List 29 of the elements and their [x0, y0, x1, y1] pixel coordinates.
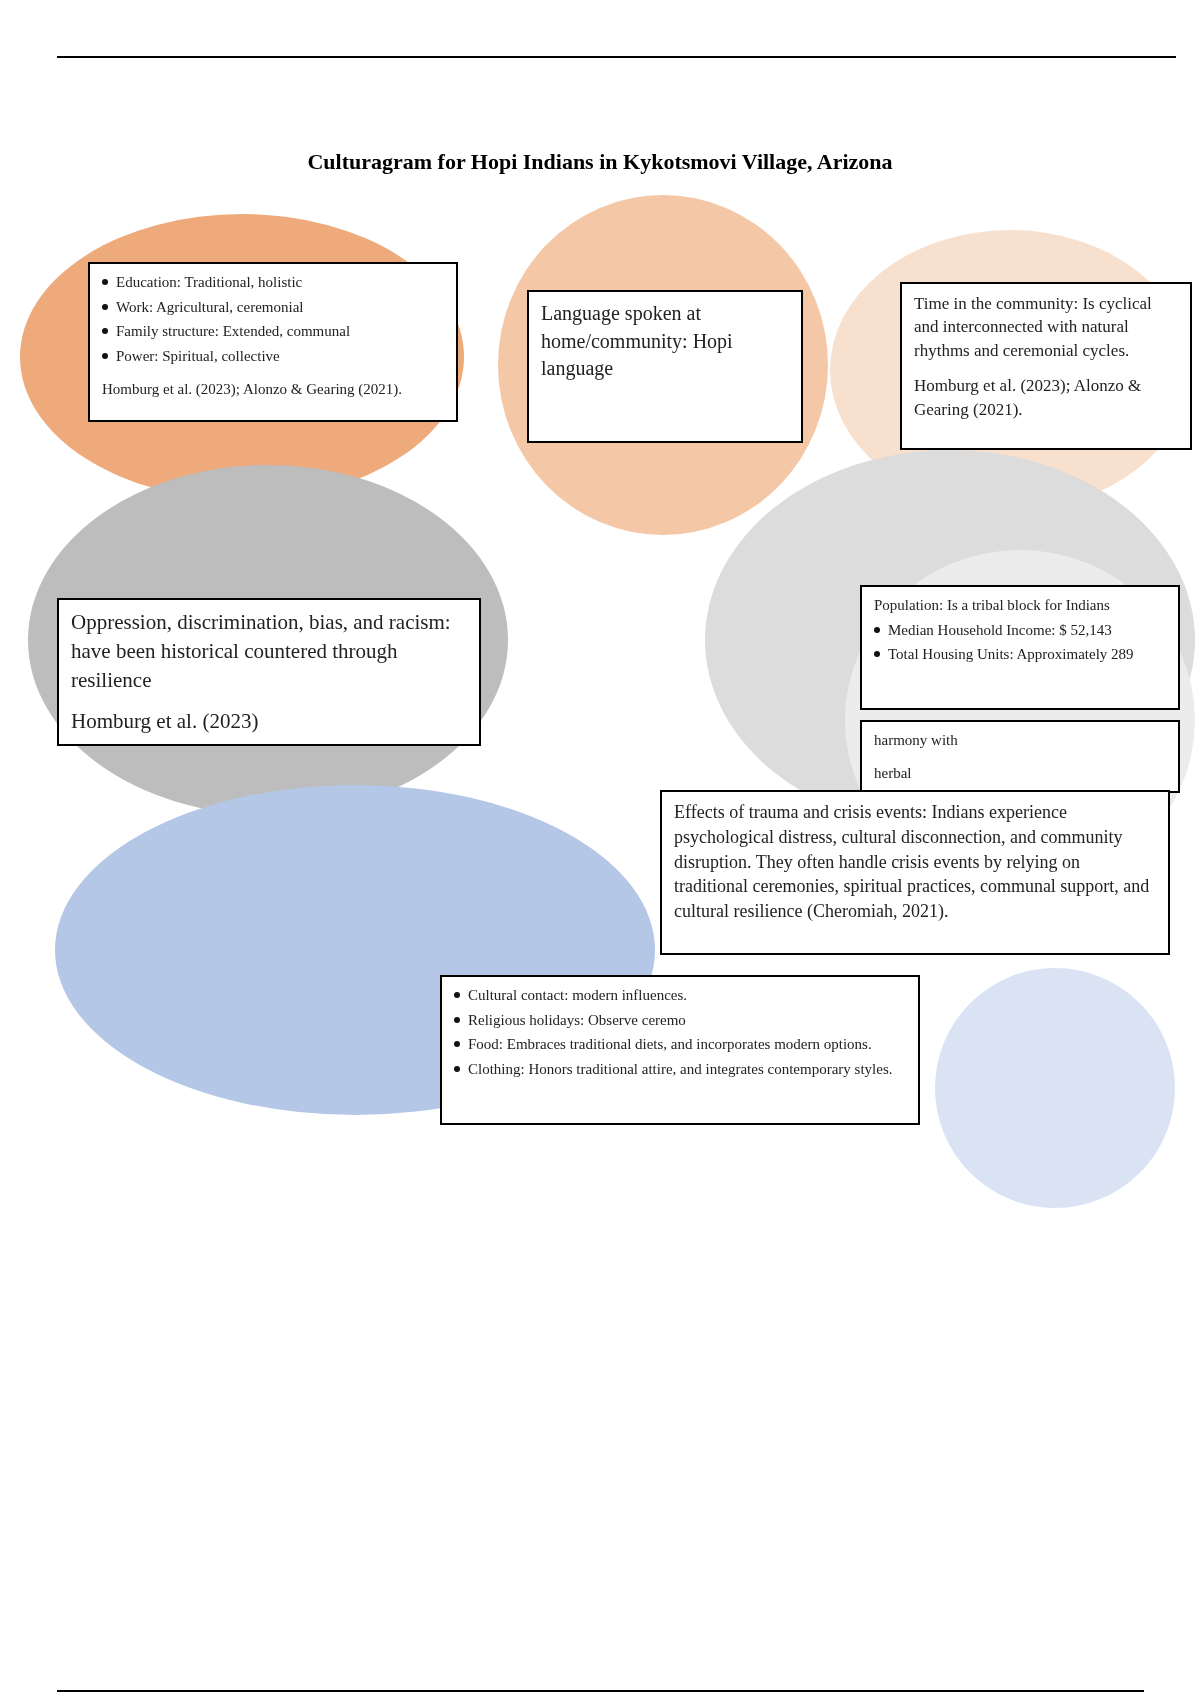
paragraph: Language spoken at home/community: Hopi language [541, 301, 734, 382]
list-item: Religious holidays: Observe ceremo [468, 1010, 686, 1030]
paragraph: Homburg et al. (2023) [71, 707, 260, 735]
text-box [900, 282, 1192, 450]
paragraph: Homburg et al. (2023); Alonzo & Gearing (2021). [914, 375, 1143, 421]
text-box [660, 790, 1170, 955]
paragraph: harmony with [874, 731, 959, 750]
paragraph: Homburg et al. (2023); Alonzo & Gearing (2021). [102, 379, 404, 399]
list-item: Median Household Income: $ 52,143 [888, 620, 1112, 640]
list-item: Clothing: Honors traditional attire, and integrates contemporary styles. [468, 1059, 893, 1079]
list-item: Cultural contact: modern influences. [468, 986, 688, 1005]
paragraph: Time in the community: Is cyclical and interconnected with natural rhythms and ceremonial cycles. [914, 293, 1153, 362]
list-item: Work: Agricultural, ceremonial [116, 297, 304, 317]
text-box [440, 975, 920, 1125]
text-box [860, 720, 1180, 794]
list-item: Family structure: Extended, communal [116, 322, 351, 342]
text-box [527, 290, 803, 443]
list-item: Education: Traditional, holistic [116, 273, 303, 292]
text-box [88, 262, 458, 422]
list-item: Total Housing Units: Approximately 289 [888, 645, 1134, 665]
paragraph: herbal [874, 763, 913, 783]
paragraph: Effects of trauma and crisis events: Indians experience psychological distress, cultural disconnection, and community disruption. They often handle crisis events by relying on traditional ceremonies, spiritual practices, communal support, and cultural resilience (Cheromiah, 2021). [674, 801, 1151, 923]
paragraph: Population: Is a tribal block for Indians [874, 596, 1111, 615]
text-box [860, 585, 1180, 710]
list-item: Food: Embraces traditional diets, and incorporates modern options. [468, 1035, 872, 1055]
paragraph: Oppression, discrimination, bias, and racism: have been historical countered through resilience [71, 609, 452, 694]
title: Culturagram for Hopi Indians in Kykotsmovi Village, Arizona [306, 148, 894, 176]
text-box [57, 598, 481, 746]
list-item: Power: Spiritual, collective [116, 346, 280, 366]
